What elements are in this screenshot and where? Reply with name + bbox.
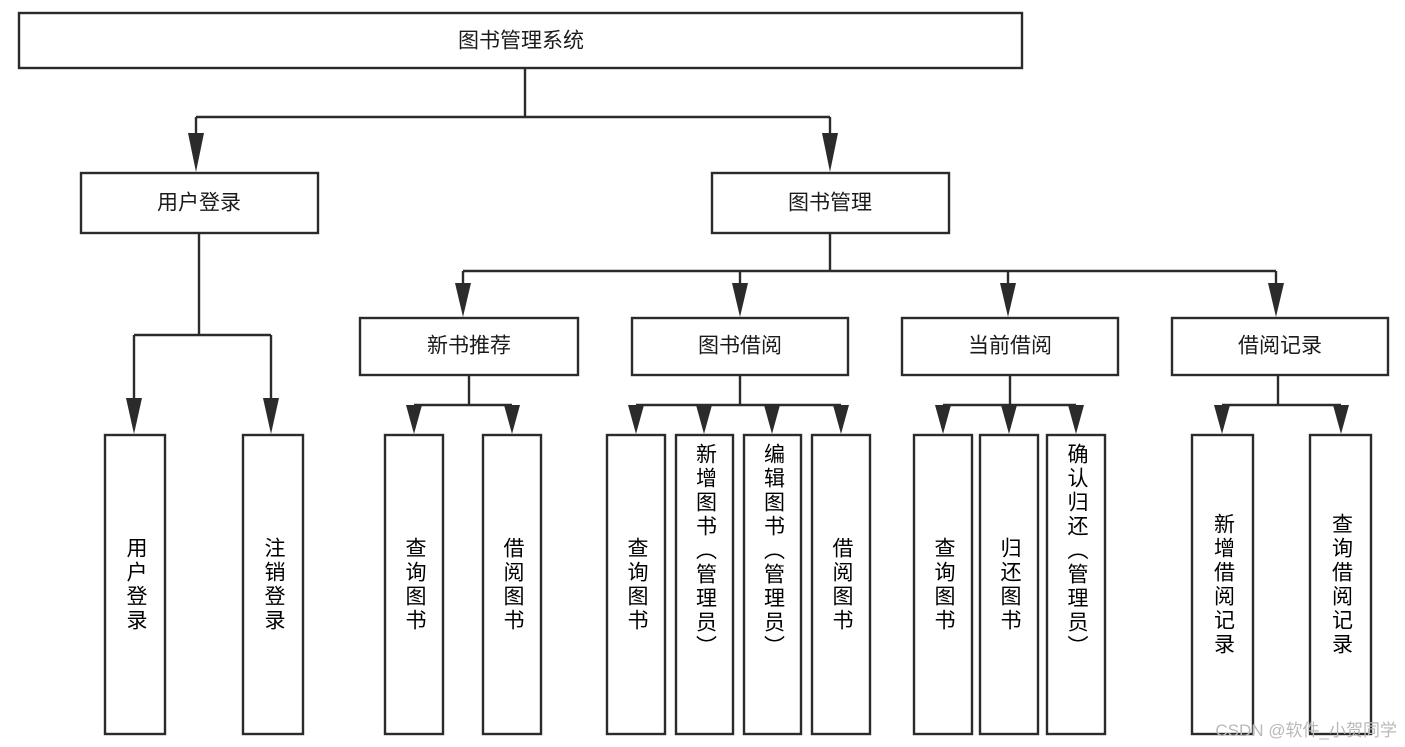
node-leaf-confirm-return-box[interactable] (1045, 433, 1107, 736)
node-leaf-add-book[interactable] (674, 433, 735, 736)
node-leaf-borrow-book-1[interactable] (481, 433, 543, 736)
node-leaf-borrow-book-2[interactable] (810, 433, 872, 736)
node-leaf-query-record-label: 查询借阅记录 (1329, 512, 1353, 657)
arrow-to-leaf-query-book-2 (628, 405, 644, 434)
node-current-borrow[interactable]: 当前借阅 (900, 316, 1120, 377)
node-leaf-add-book-label: 新增图书（管理员） (693, 443, 717, 659)
node-leaf-query-book-2-box[interactable] (605, 433, 667, 736)
arrow-to-borrow-record (1268, 283, 1284, 317)
node-book-manage[interactable]: 图书管理 (710, 171, 951, 235)
node-new-book-rec-box[interactable] (358, 316, 580, 377)
node-leaf-query-record[interactable] (1308, 433, 1373, 736)
node-borrow-record[interactable]: 借阅记录 (1170, 316, 1390, 377)
node-leaf-return-book-label: 归还图书 (998, 536, 1021, 633)
node-leaf-borrow-book-1-label: 借阅图书 (501, 536, 524, 633)
node-current-borrow-label: 当前借阅 (968, 335, 1052, 358)
arrow-to-leaf-edit-book (764, 405, 780, 434)
arrow-to-book-manage (822, 133, 838, 172)
arrow-to-leaf-borrow-book-2 (833, 405, 849, 434)
node-root[interactable]: 图书管理系统 (17, 11, 1024, 70)
node-leaf-borrow-book-1-box[interactable] (481, 433, 543, 736)
node-new-book-rec-label: 新书推荐 (427, 335, 511, 358)
arrow-to-leaf-return-book (1001, 405, 1017, 434)
arrow-to-leaf-user-login (126, 398, 142, 434)
node-leaf-return-book[interactable] (978, 433, 1040, 736)
node-borrow-record-label: 借阅记录 (1238, 335, 1322, 358)
node-leaf-logout-box[interactable] (241, 433, 305, 736)
node-leaf-logout[interactable] (241, 433, 305, 736)
arrow-to-user-login (188, 133, 204, 172)
arrow-to-leaf-add-book (696, 405, 712, 434)
node-leaf-query-book-1-box[interactable] (383, 433, 445, 736)
node-leaf-query-record-box[interactable] (1308, 433, 1373, 736)
node-leaf-confirm-return[interactable] (1045, 433, 1107, 736)
node-root-box[interactable] (17, 11, 1024, 70)
node-leaf-edit-book-label: 编辑图书（管理员） (761, 443, 785, 659)
node-leaf-add-record-label: 新增借阅记录 (1211, 512, 1235, 657)
node-leaf-add-record-box[interactable] (1190, 433, 1255, 736)
node-book-borrow[interactable]: 图书借阅 (630, 316, 850, 377)
arrow-to-new-book-rec (455, 283, 471, 317)
node-leaf-query-book-2[interactable] (605, 433, 667, 736)
csdn-watermark: CSDN @软件_小贺同学 (1215, 721, 1397, 740)
node-leaf-user-login[interactable] (103, 433, 167, 736)
node-user-login-box[interactable] (79, 171, 320, 235)
node-new-book-rec[interactable]: 新书推荐 (358, 316, 580, 377)
node-leaf-add-record[interactable] (1190, 433, 1255, 736)
node-leaf-query-book-3-label: 查询图书 (932, 536, 955, 633)
arrow-to-current-borrow (1000, 283, 1016, 317)
node-leaf-confirm-return-label: 确认归还（管理员） (1065, 443, 1088, 659)
node-leaf-query-book-3[interactable] (912, 433, 974, 736)
node-book-manage-box[interactable] (710, 171, 951, 235)
node-book-borrow-label: 图书借阅 (698, 335, 782, 358)
arrow-to-leaf-logout (263, 398, 279, 434)
node-leaf-query-book-3-box[interactable] (912, 433, 974, 736)
node-leaf-add-book-box[interactable] (674, 433, 735, 736)
node-leaf-user-login-label: 用户登录 (124, 536, 147, 633)
node-borrow-record-box[interactable] (1170, 316, 1390, 377)
node-leaf-borrow-book-2-label: 借阅图书 (830, 536, 853, 633)
arrow-to-leaf-query-record (1333, 405, 1349, 434)
node-user-login[interactable]: 用户登录 (79, 171, 320, 235)
arrow-to-leaf-add-record (1214, 405, 1230, 434)
arrow-to-leaf-borrow-book-1 (504, 405, 520, 434)
connector-layer (126, 68, 1349, 434)
node-leaf-query-book-2-label: 查询图书 (625, 536, 648, 633)
node-user-login-label: 用户登录 (157, 192, 241, 215)
node-leaf-edit-book-box[interactable] (742, 433, 803, 736)
node-leaf-query-book-1-label: 查询图书 (403, 536, 426, 633)
node-current-borrow-box[interactable] (900, 316, 1120, 377)
node-leaf-borrow-book-2-box[interactable] (810, 433, 872, 736)
arrow-to-leaf-query-book-3 (935, 405, 951, 434)
node-leaf-return-book-box[interactable] (978, 433, 1040, 736)
node-leaf-user-login-box[interactable] (103, 433, 167, 736)
node-leaf-query-book-1[interactable] (383, 433, 445, 736)
arrow-to-book-borrow (732, 283, 748, 317)
node-root-label: 图书管理系统 (458, 30, 584, 53)
arrow-to-leaf-query-book-1 (406, 405, 422, 434)
arrow-to-leaf-confirm-return (1068, 405, 1084, 434)
node-book-manage-label: 图书管理 (788, 192, 872, 215)
node-leaf-edit-book[interactable] (742, 433, 803, 736)
node-book-borrow-box[interactable] (630, 316, 850, 377)
node-leaf-logout-label: 注销登录 (262, 536, 285, 633)
